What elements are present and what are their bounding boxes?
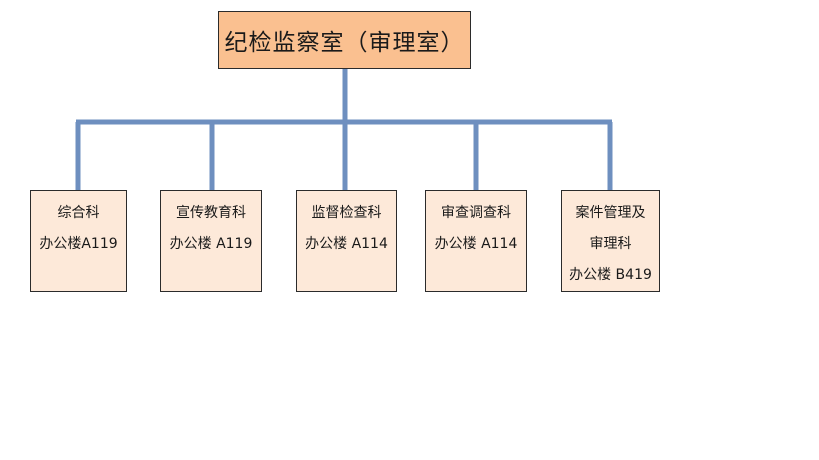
dept-name: 审查调查科 bbox=[441, 205, 511, 221]
dept-node-xuanchuan: 宣传教育科 办公楼 A119 bbox=[160, 190, 262, 292]
dept-name-line2: 审理科 bbox=[589, 236, 632, 252]
dept-location: 办公楼 A114 bbox=[434, 236, 518, 252]
dept-location: 办公楼A119 bbox=[39, 236, 118, 252]
dept-location: 办公楼 A119 bbox=[169, 236, 253, 252]
dept-location: 办公楼 A114 bbox=[305, 236, 388, 252]
dept-node-anjian: 案件管理及 审理科 办公楼 B419 bbox=[561, 190, 660, 292]
dept-node-jiandu: 监督检查科 办公楼 A114 bbox=[296, 190, 397, 292]
dept-node-zonghe: 综合科 办公楼A119 bbox=[30, 190, 127, 292]
dept-location: 办公楼 B419 bbox=[569, 267, 652, 283]
dept-node-shencha: 审查调查科 办公楼 A114 bbox=[425, 190, 527, 292]
dept-name: 监督检查科 bbox=[311, 205, 382, 221]
root-node-box: 纪检监察室（审理室） bbox=[218, 11, 471, 69]
dept-name-line1: 案件管理及 bbox=[575, 205, 646, 221]
dept-name: 宣传教育科 bbox=[176, 205, 246, 221]
root-node-label: 纪检监察室（审理室） bbox=[224, 30, 465, 56]
dept-name: 综合科 bbox=[57, 205, 100, 221]
